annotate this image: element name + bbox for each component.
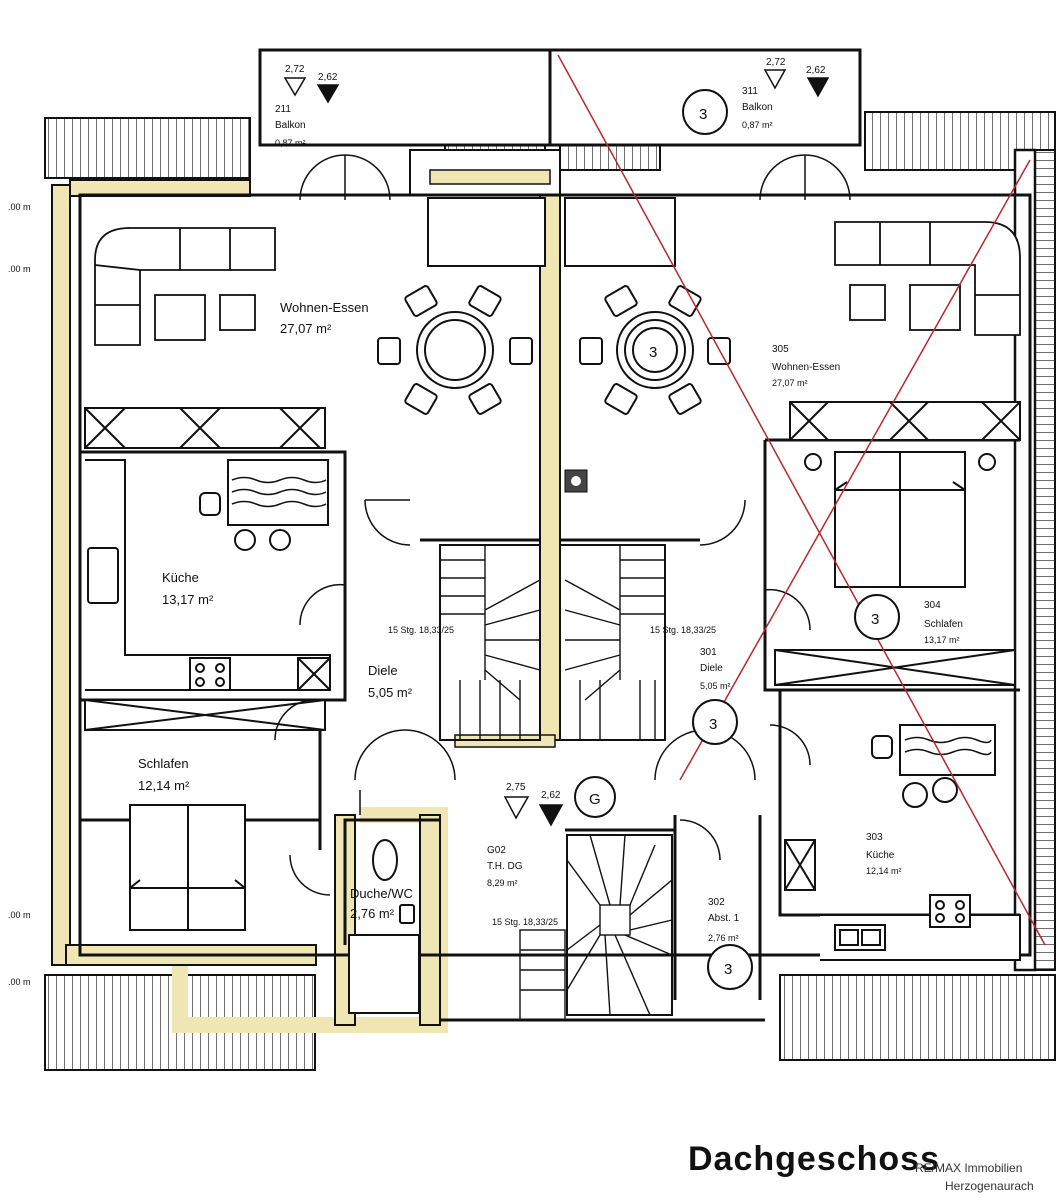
room-diele-right-area: 5,05 m² (700, 681, 731, 691)
bed-left (129, 804, 246, 931)
room-kueche-right-name: Küche (866, 850, 895, 861)
room-diele-left-area: 5,05 m² (368, 685, 413, 700)
room-diele-right-name: Diele (700, 663, 723, 674)
room-kueche-right-number: 303 (866, 832, 883, 843)
unit-marker-balcony (682, 89, 728, 135)
balcony-right-level-1: 2,72 (766, 57, 786, 68)
room-th-name: T.H. DG (487, 861, 523, 872)
balcony-left-number: 211 (275, 104, 291, 115)
room-wohnen-right-number: 305 (772, 344, 789, 355)
unit-marker-diele (692, 699, 738, 745)
room-schlafen-left-name: Schlafen (138, 756, 189, 771)
unit-marker-abst-text: 3 (724, 961, 732, 978)
margin-mark-3: .00 m (8, 910, 31, 920)
room-kueche-left-name: Küche (162, 570, 199, 585)
balcony-right-number: 311 (742, 86, 758, 97)
balcony-right-area: 0,87 m² (742, 120, 773, 130)
watermark-line-2: Herzogenaurach (945, 1179, 1034, 1193)
unit-marker-wohnen-text: 3 (649, 344, 657, 361)
level-markers (283, 69, 830, 827)
balcony-right-name: Balkon (742, 102, 773, 113)
balcony-left-area: 0,87 m² (275, 138, 306, 148)
room-schlafen-right-number: 304 (924, 600, 941, 611)
balcony-left-level-1: 2,72 (285, 64, 305, 75)
room-diele-right-number: 301 (700, 647, 717, 658)
room-th-number: G02 (487, 845, 506, 856)
balcony-left-level-2: 2,62 (318, 72, 338, 83)
watermark-line-1: RE/MAX Immobilien (915, 1161, 1022, 1175)
room-wohnen-left-name: Wohnen-Essen (280, 300, 369, 315)
unit-marker-balcony-text: 3 (699, 106, 707, 123)
unit-marker-schlafen (854, 594, 900, 640)
common-marker-hall (574, 776, 616, 818)
common-marker-hall-text: G (589, 791, 601, 808)
margin-mark-2: .00 m (8, 264, 31, 274)
balcony-left-name: Balkon (275, 120, 306, 131)
room-abst-name: Abst. 1 (708, 913, 740, 924)
room-wohnen-left-area: 27,07 m² (280, 321, 332, 336)
unit-marker-wohnen (632, 327, 678, 373)
unit-marker-schlafen-text: 3 (871, 611, 879, 628)
unit-marker-diele-text: 3 (709, 716, 717, 733)
balcony-frame (258, 48, 862, 147)
dining-table-left (377, 285, 533, 415)
balcony-right-level-2: 2,62 (806, 65, 826, 76)
plan-title: Dachgeschoss (688, 1140, 940, 1178)
room-abst-area: 2,76 m² (708, 933, 739, 943)
room-abst-number: 302 (708, 897, 725, 908)
hall-level-1: 2,75 (506, 782, 526, 793)
windows (84, 401, 1021, 891)
crossout-lines (557, 54, 1046, 946)
stairs-left-label: 15 Stg. 18,33/25 (388, 625, 454, 635)
stairs-bottom-label: 15 Stg. 18,33/25 (492, 917, 558, 927)
labels: 2,72 2,62 211 Balkon 0,87 m² 2,72 2,62 3… (8, 57, 1034, 1193)
room-diele-left-name: Diele (368, 663, 398, 678)
bathroom-fixtures (348, 839, 420, 1014)
sofa-left (94, 227, 276, 346)
kitchen-left (85, 459, 331, 691)
room-th-area: 8,29 m² (487, 878, 518, 888)
bed-right (804, 451, 996, 588)
room-wohnen-right-name: Wohnen-Essen (772, 362, 840, 373)
margin-mark-4: .00 m (8, 977, 31, 987)
doors (274, 154, 851, 896)
stairs (439, 544, 673, 1021)
hall-level-2: 2,62 (541, 790, 561, 801)
room-wohnen-right-area: 27,07 m² (772, 378, 808, 388)
kitchen-right (820, 724, 1021, 961)
room-kueche-left-area: 13,17 m² (162, 592, 214, 607)
room-schlafen-right-area: 13,17 m² (924, 635, 960, 645)
room-schlafen-right-name: Schlafen (924, 619, 963, 630)
margin-mark-1: .00 m (8, 202, 31, 212)
unit-marker-abst (707, 944, 753, 990)
stairs-right-label: 15 Stg. 18,33/25 (650, 625, 716, 635)
room-dusche-left-name: Duche/WC (350, 886, 413, 901)
room-schlafen-left-area: 12,14 m² (138, 778, 190, 793)
sofa-right (427, 197, 1021, 336)
room-kueche-right-area: 12,14 m² (866, 866, 902, 876)
room-dusche-left-area: 2,76 m² (350, 906, 395, 921)
unit-markers (574, 89, 900, 990)
